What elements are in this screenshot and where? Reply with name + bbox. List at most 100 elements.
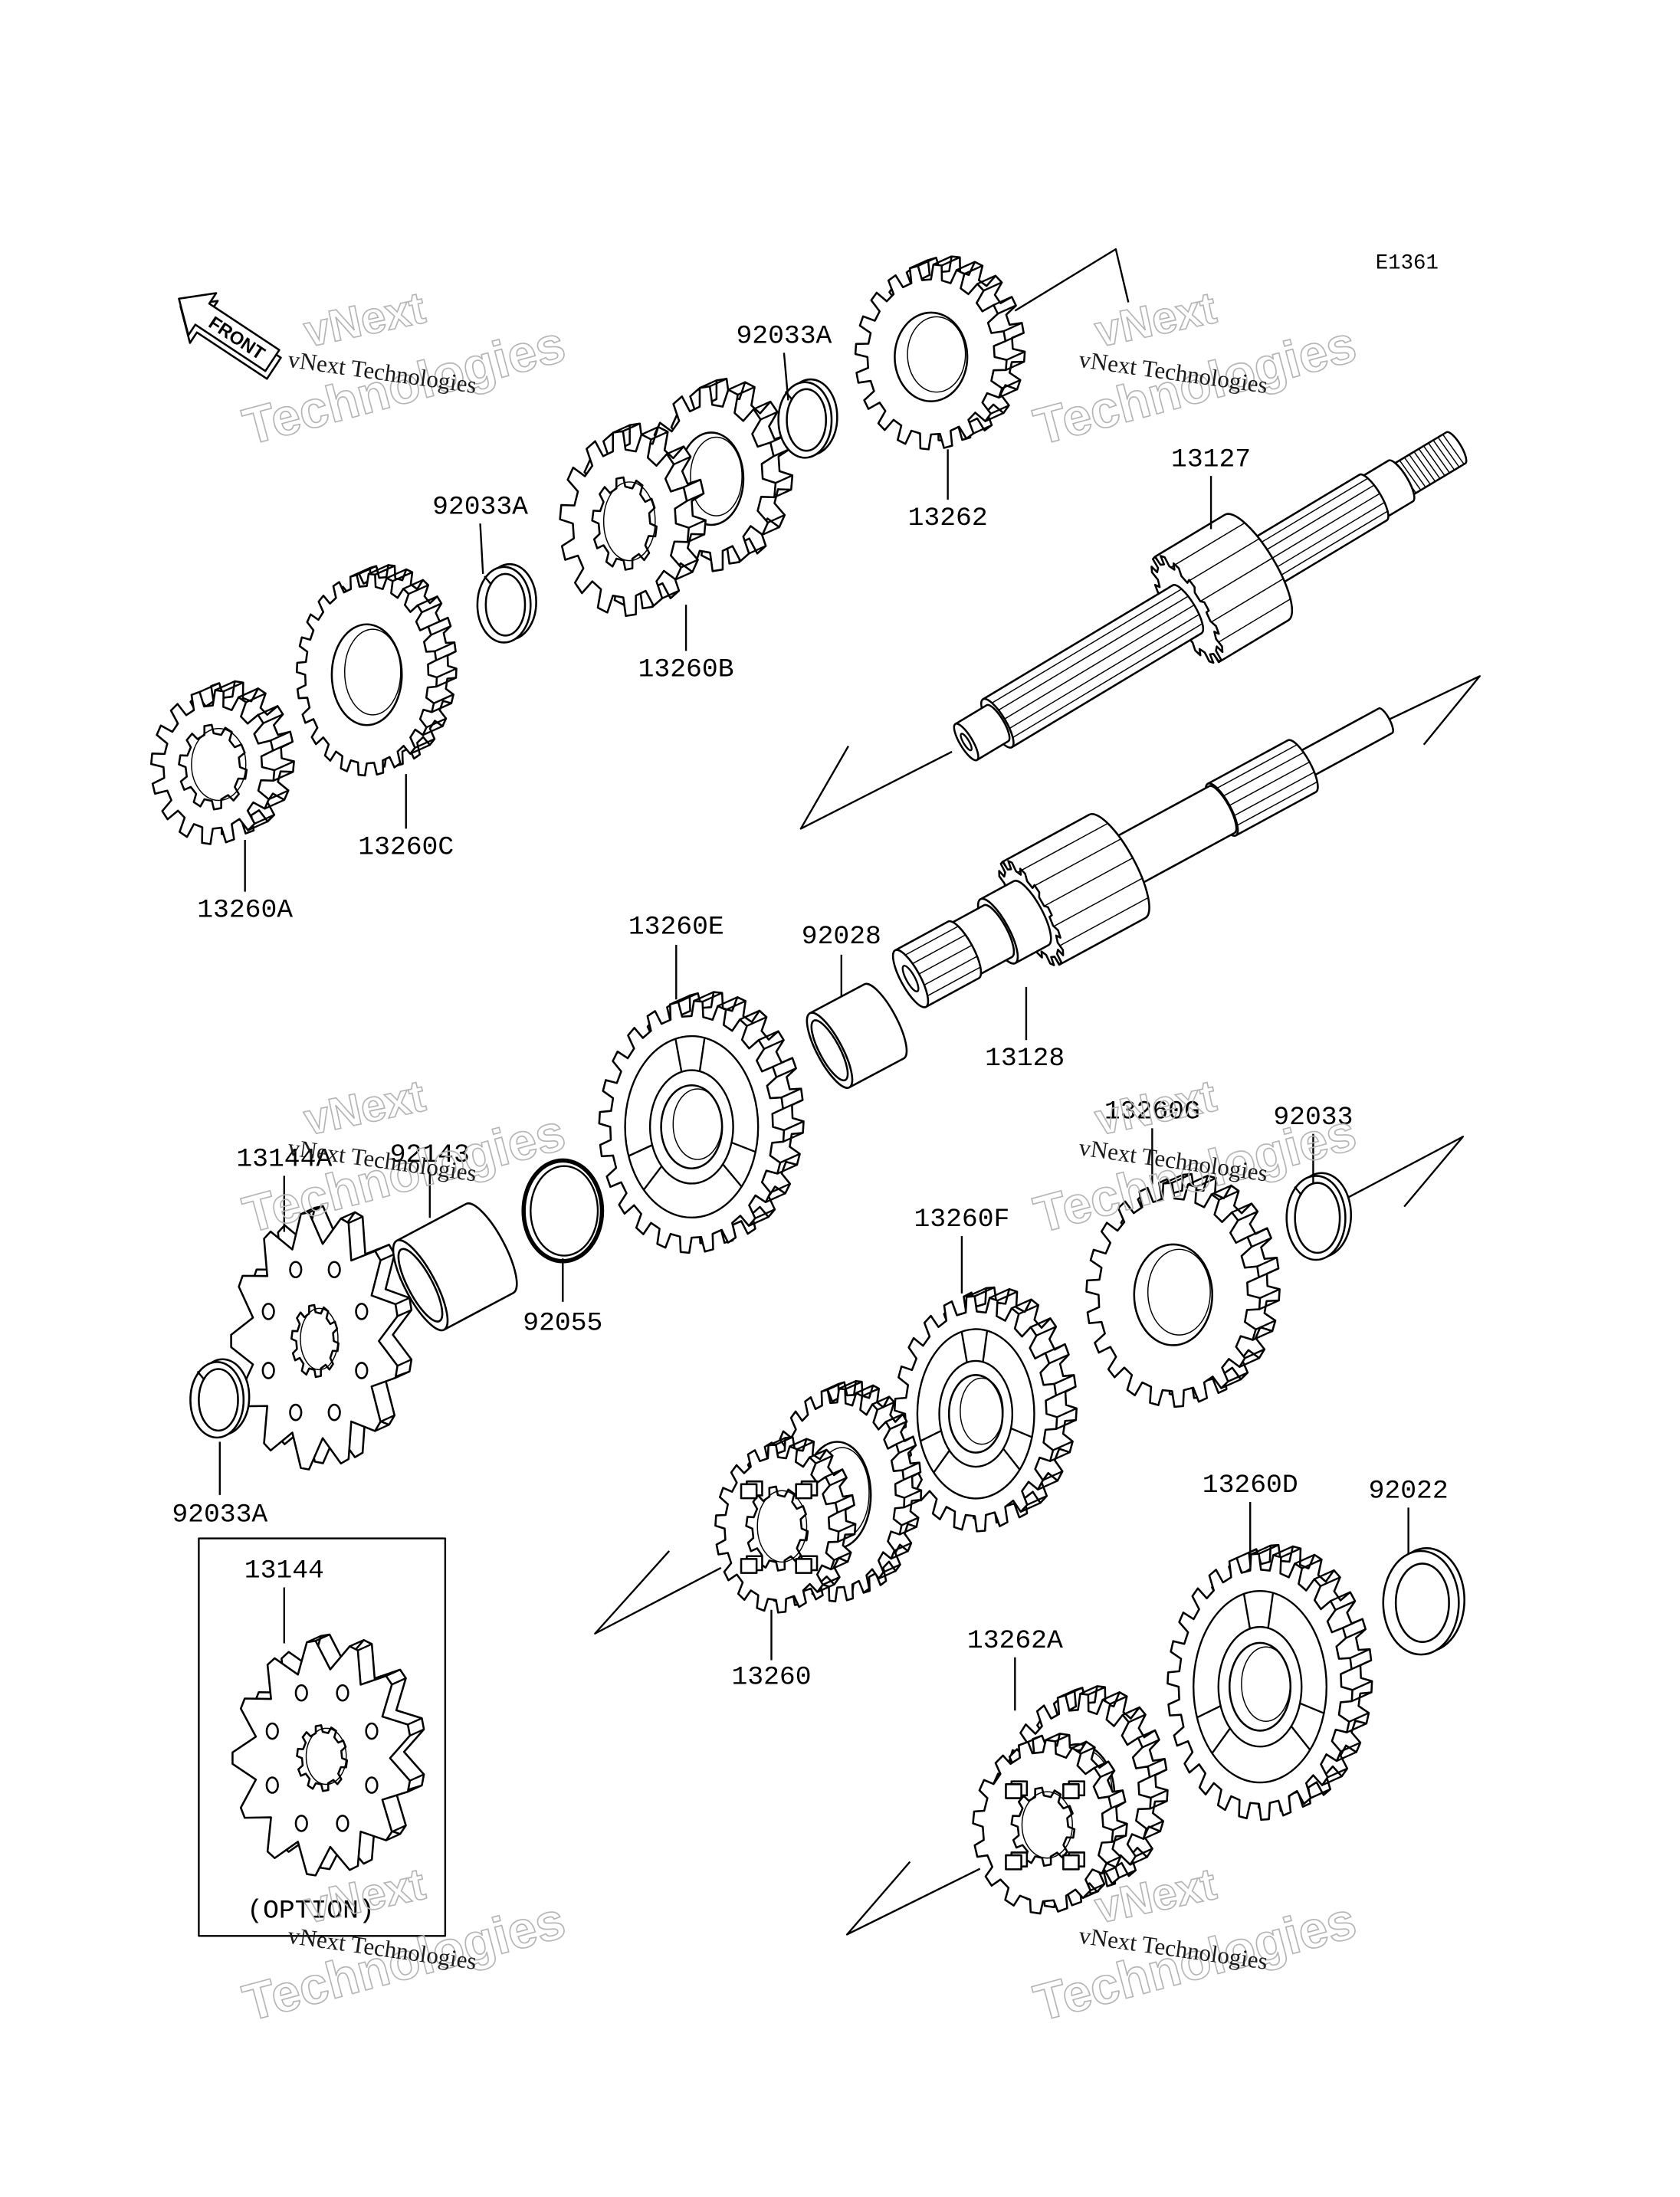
snap-ring-92033a-mid bbox=[476, 562, 537, 644]
gear-tooth-edges bbox=[909, 255, 1025, 434]
callout-13260d: 13260D bbox=[1203, 1471, 1298, 1500]
bushing-bore bbox=[810, 1019, 849, 1082]
callout-92033a-top: 92033A bbox=[736, 322, 832, 352]
leader-lines bbox=[218, 353, 1409, 1711]
washer-bore bbox=[1394, 1562, 1450, 1643]
gear-13260a bbox=[150, 680, 295, 845]
gear-bore-depth bbox=[1241, 1646, 1291, 1723]
gear-hub bbox=[938, 1359, 1014, 1468]
shaft-splines bbox=[1010, 822, 1149, 951]
gear-13260-front bbox=[714, 1436, 857, 1614]
bushing-92028 bbox=[806, 982, 908, 1089]
shaft-center-hole bbox=[960, 733, 973, 752]
callout-92028: 92028 bbox=[802, 922, 881, 952]
shaft-splines bbox=[986, 589, 1203, 741]
dog-lug bbox=[1005, 1854, 1022, 1871]
callout-13260f: 13260F bbox=[914, 1205, 1009, 1235]
callout-92022: 92022 bbox=[1369, 1477, 1449, 1507]
callout-13144: 13144 bbox=[244, 1556, 324, 1586]
axis-break-right bbox=[1344, 1136, 1465, 1208]
shaft-splines bbox=[1246, 477, 1388, 585]
front-arrow: FRONT bbox=[178, 292, 282, 380]
gear-bore-depth bbox=[1021, 1791, 1073, 1859]
sprocket-lightening-hole bbox=[265, 1776, 279, 1794]
shaft-13128 bbox=[891, 707, 1394, 1008]
gear-tooth-edges bbox=[349, 564, 457, 755]
front-arrow-face bbox=[178, 292, 281, 372]
axis-break-13262a bbox=[845, 1861, 981, 1936]
gear-bore-depth bbox=[602, 481, 656, 562]
dog-lug bbox=[795, 1558, 813, 1574]
bushing-92143 bbox=[392, 1202, 518, 1332]
sprocket-lightening-hole bbox=[294, 1815, 308, 1832]
shafts bbox=[891, 431, 1468, 1008]
gear-tooth-edges bbox=[821, 1380, 922, 1580]
diagram-code: E1361 bbox=[1376, 252, 1439, 276]
callout-92055: 92055 bbox=[523, 1308, 602, 1338]
gear-hub bbox=[648, 1069, 734, 1185]
callout-92033a-low: 92033A bbox=[172, 1500, 267, 1530]
axis-lines bbox=[594, 248, 1481, 1936]
sprocket-13144a bbox=[230, 1205, 413, 1471]
shaft-section-face bbox=[891, 949, 930, 1008]
gear-tooth-edges bbox=[966, 1286, 1078, 1513]
ring-inner-edge bbox=[1294, 1182, 1341, 1254]
ring-inner bbox=[530, 1165, 599, 1257]
gear-13262a-front bbox=[972, 1733, 1128, 1915]
gear-tooth-edges bbox=[768, 1436, 856, 1593]
gear-bore-depth bbox=[672, 1088, 723, 1160]
callout-92033: 92033 bbox=[1273, 1103, 1353, 1133]
callout-13260c: 13260C bbox=[358, 832, 454, 862]
gear-bore-depth bbox=[1147, 1248, 1211, 1336]
sprocket-lightening-hole bbox=[261, 1303, 275, 1320]
sprocket-lightening-hole bbox=[289, 1261, 303, 1279]
gear-13260b-front bbox=[559, 422, 707, 618]
sprocket-lightening-hole bbox=[327, 1261, 341, 1279]
ring-inner-edge bbox=[198, 1368, 239, 1432]
leader-92033a-top bbox=[783, 353, 789, 401]
ring-inner-edge bbox=[484, 572, 527, 637]
dog-lug bbox=[740, 1483, 758, 1500]
gear-hub bbox=[1217, 1625, 1303, 1748]
shaft-splines bbox=[1211, 744, 1318, 829]
shaft-section-body bbox=[1294, 707, 1394, 780]
ring-gap bbox=[196, 1370, 205, 1381]
gear-tooth-edges bbox=[669, 991, 804, 1227]
gear-bore-depth bbox=[191, 727, 247, 802]
shaft-section-body bbox=[1390, 431, 1468, 498]
option-label: (OPTION) bbox=[247, 1897, 375, 1926]
shaft-splines bbox=[899, 926, 981, 1000]
callout-13262: 13262 bbox=[908, 503, 988, 533]
washer-92022 bbox=[1382, 1547, 1465, 1656]
gear-bore-depth bbox=[907, 316, 966, 393]
gear-bore bbox=[947, 1374, 1004, 1454]
dog-lug bbox=[1062, 1783, 1080, 1799]
callout-13127: 13127 bbox=[1171, 444, 1251, 474]
gear-bore-depth bbox=[343, 628, 402, 716]
callout-13128: 13128 bbox=[985, 1044, 1065, 1074]
axis-break-shaft-13127 bbox=[799, 746, 953, 830]
gear-spokes bbox=[1196, 1592, 1324, 1754]
gear-spokes bbox=[920, 1330, 1032, 1474]
callout-13144a: 13144A bbox=[236, 1145, 332, 1175]
sprocket-lightening-hole bbox=[365, 1722, 379, 1740]
gear-bore-depth bbox=[960, 1377, 1004, 1445]
gear-13260d bbox=[1166, 1543, 1373, 1821]
dog-lug bbox=[740, 1558, 758, 1574]
sprocket-lightening-hole bbox=[365, 1776, 379, 1794]
ring-gap bbox=[784, 391, 793, 401]
shaft-thread bbox=[1394, 434, 1465, 494]
sprocket-lightening-hole bbox=[289, 1403, 303, 1421]
callout-13260a: 13260A bbox=[197, 895, 293, 925]
option-box bbox=[198, 1537, 447, 1937]
shaft-13127 bbox=[953, 431, 1468, 762]
dog-lug bbox=[795, 1483, 813, 1500]
gear-tooth-edges bbox=[699, 378, 793, 555]
parts bbox=[150, 255, 1465, 1915]
axis-break-shaft-13128 bbox=[1385, 675, 1481, 746]
sprocket-lightening-hole bbox=[336, 1815, 349, 1832]
sprocket-13144 bbox=[231, 1633, 425, 1877]
gear-splined-bore bbox=[591, 476, 658, 571]
shaft-section-face bbox=[953, 723, 979, 762]
callout-13260e: 13260E bbox=[628, 912, 724, 942]
